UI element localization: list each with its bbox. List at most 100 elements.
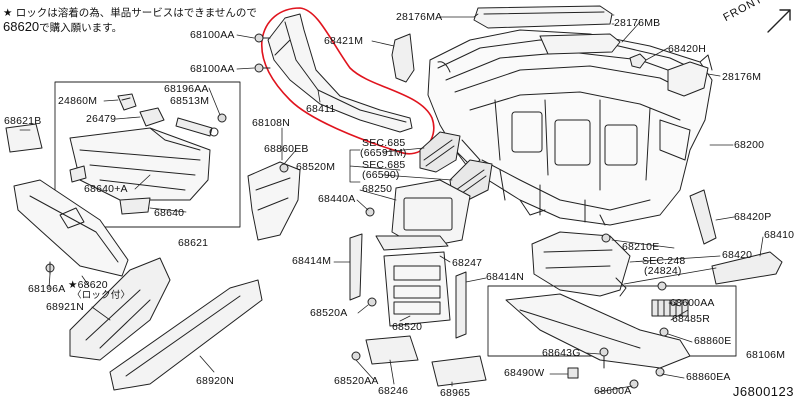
label-68246: 68246 xyxy=(378,385,409,397)
part-68513M xyxy=(175,117,219,137)
service-notice-part-number: 68620 xyxy=(3,19,40,34)
label-68965: 68965 xyxy=(440,387,471,399)
label-68420P: 68420P xyxy=(734,211,772,223)
label-28176MB: 28176MB xyxy=(614,17,661,29)
part-68196A xyxy=(45,261,55,275)
part-68485R-switch-block xyxy=(651,299,689,317)
part-68250 xyxy=(391,179,471,249)
label-68620-lock-note: 〈ロック付〉 xyxy=(72,290,131,301)
service-notice-line-1: ★ ロックは溶着の為、単品サービスはできませんので xyxy=(3,7,257,19)
part-68520 xyxy=(383,251,451,327)
label-66590: (66590) xyxy=(362,169,400,181)
part-68210E xyxy=(601,233,611,243)
part-68921N xyxy=(69,257,171,361)
label-68621: 68621 xyxy=(178,237,209,249)
label-24824: (24824) xyxy=(644,265,682,277)
label-28176MA: 28176MA xyxy=(396,11,443,23)
part-68860EA xyxy=(655,367,665,377)
part-68520AA xyxy=(351,351,361,361)
part-68621-glovebox xyxy=(69,127,211,201)
part-68420P xyxy=(689,189,717,245)
part-68643G xyxy=(599,347,609,369)
vent-66591M xyxy=(419,131,461,173)
label-68108N: 68108N xyxy=(252,117,290,129)
part-68640A xyxy=(69,165,87,183)
service-notice-line-2: で購入願います。 xyxy=(39,22,123,34)
label-68600AA: 68600AA xyxy=(670,297,715,309)
label-26479: 26479 xyxy=(86,113,117,125)
label-68640: 68640 xyxy=(154,207,185,219)
front-arrow-icon xyxy=(767,9,791,33)
part-68620-lower-panel xyxy=(13,179,129,277)
label-sec685-a: SEC.685 xyxy=(362,137,406,149)
diagram-id: J6800123 xyxy=(732,384,794,399)
label-68410: 68410 xyxy=(764,229,795,241)
part-68421M xyxy=(391,33,415,83)
label-sec248: SEC.248 xyxy=(642,255,686,267)
label-68420H: 68420H xyxy=(668,43,706,55)
label-68106M: 68106M xyxy=(746,349,786,361)
part-24824-harness xyxy=(615,277,627,297)
label-68600A: 68600A xyxy=(594,385,632,397)
label-68643G: 68643G xyxy=(542,347,581,359)
part-24860M xyxy=(117,93,137,111)
instrument-panel-68200 xyxy=(427,29,713,226)
service-notice: ★ ロックは溶着の為、単品サービスはできませんので 68620で購入願います。 xyxy=(3,6,257,35)
part-28176M xyxy=(667,61,709,97)
part-28176MB xyxy=(539,33,621,55)
label-68414N: 68414N xyxy=(486,271,524,283)
label-68513M: 68513M xyxy=(170,95,210,107)
label-68620: ★68620 xyxy=(68,279,108,291)
label-68414M: 68414M xyxy=(292,255,332,267)
label-66591M: (66591M) xyxy=(360,147,407,159)
label-68520: 68520 xyxy=(392,321,423,333)
part-68247 xyxy=(375,235,449,251)
fastener-68100AA-bottom xyxy=(254,63,271,73)
label-68196AA: 68196AA xyxy=(164,83,209,95)
label-24860M: 24860M xyxy=(58,95,98,107)
label-68421M: 68421M xyxy=(324,35,364,47)
part-68414N xyxy=(455,271,467,339)
label-68860EB: 68860EB xyxy=(264,143,309,155)
label-68621B: 68621B xyxy=(4,115,42,127)
label-68100AA-bottom: 68100AA xyxy=(190,63,235,75)
label-68200: 68200 xyxy=(734,139,765,151)
label-68196A: 68196A xyxy=(28,283,66,295)
label-28176M: 28176M xyxy=(722,71,762,83)
label-68640A: 68640+A xyxy=(84,183,128,195)
label-68520AA: 68520AA xyxy=(334,375,379,387)
part-68420-cluster-hood xyxy=(531,231,631,297)
part-68600AA xyxy=(657,281,667,291)
part-68411-top-trim xyxy=(267,13,413,133)
glovebox-group-frame xyxy=(54,81,241,228)
label-68921N: 68921N xyxy=(46,301,84,313)
part-68860EB xyxy=(279,163,289,173)
label-68490W: 68490W xyxy=(504,367,545,379)
label-68210E: 68210E xyxy=(622,241,660,253)
part-68640-latch xyxy=(119,197,151,215)
part-68621B xyxy=(5,123,43,153)
label-68247: 68247 xyxy=(452,257,483,269)
part-68520A xyxy=(367,297,377,307)
leader-lines xyxy=(19,13,764,393)
fastener-68100AA-top xyxy=(254,33,271,43)
part-68196AA xyxy=(217,113,227,123)
label-68520A: 68520A xyxy=(310,307,348,319)
label-68250: 68250 xyxy=(362,183,393,195)
part-68965 xyxy=(431,355,487,387)
label-68420: 68420 xyxy=(722,249,753,261)
label-68860E: 68860E xyxy=(694,335,732,347)
label-68860EA: 68860EA xyxy=(686,371,731,383)
highlight-outline-68411 xyxy=(260,7,435,155)
part-68860E xyxy=(659,327,669,337)
part-68420H xyxy=(629,53,647,69)
label-68100AA-top: 68100AA xyxy=(190,29,235,41)
part-28176MA xyxy=(473,5,613,29)
label-68520M: 68520M xyxy=(296,161,336,173)
label-68440A: 68440A xyxy=(318,193,356,205)
label-68485R: 68485R xyxy=(672,313,710,325)
part-68920N xyxy=(109,279,263,391)
part-26479 xyxy=(139,107,165,127)
